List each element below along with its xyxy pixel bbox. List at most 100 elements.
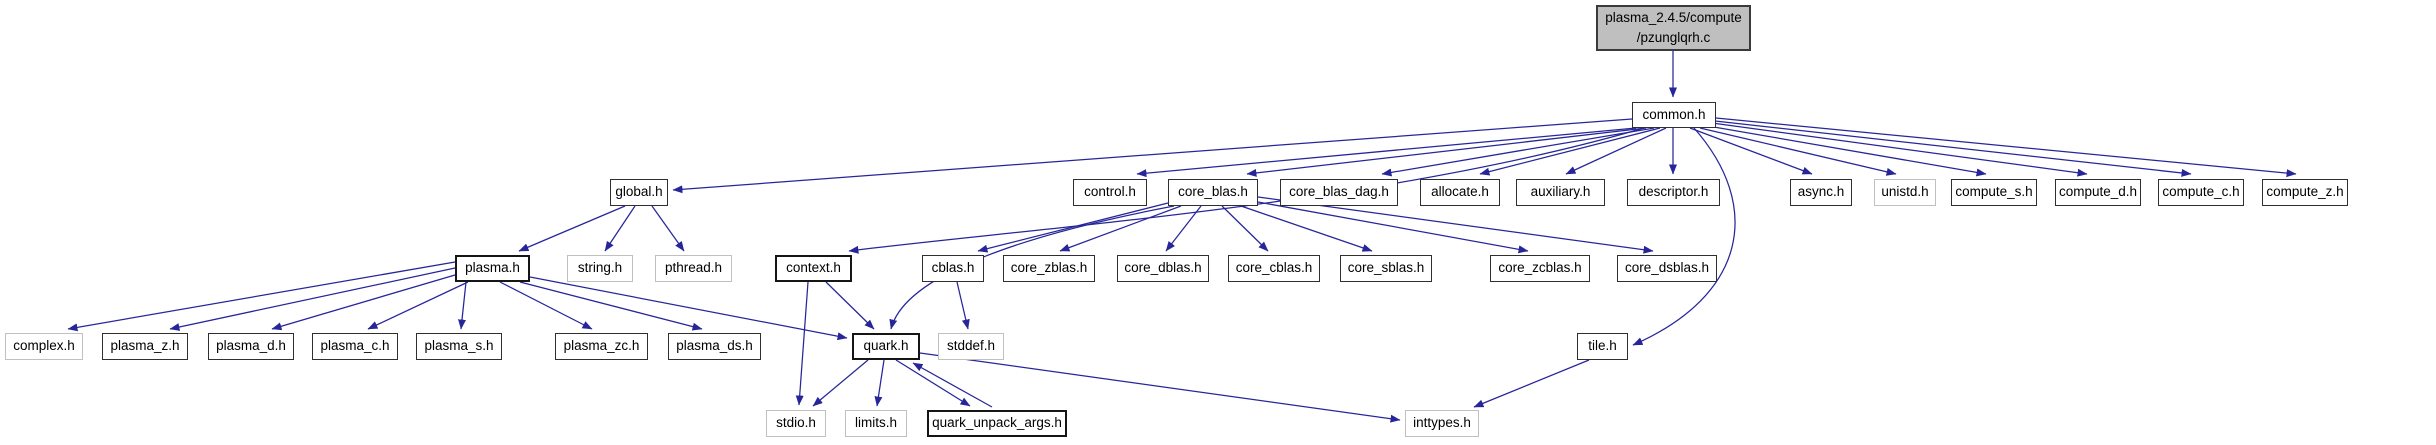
edge-common-h-to-allocate-h	[1479, 127, 1661, 176]
node-common-h[interactable]: common.h	[1632, 102, 1716, 128]
node-descriptor-h[interactable]: descriptor.h	[1627, 179, 1720, 206]
node-label: plasma_c.h	[320, 338, 390, 354]
edge-quark-h-to-stdio-h	[812, 359, 869, 407]
node-core_sblas-h[interactable]: core_sblas.h	[1340, 255, 1432, 282]
node-label: plasma_2.4.5/compute /pzunglqrh.c	[1605, 9, 1742, 45]
node-core_blas_dag-h[interactable]: core_blas_dag.h	[1280, 179, 1398, 206]
node-core_blas-h[interactable]: core_blas.h	[1168, 179, 1258, 206]
node-quark-h[interactable]: quark.h	[852, 333, 920, 360]
edge-plasma-h-to-plasma_d-h	[271, 274, 456, 331]
node-label: compute_s.h	[1955, 184, 2033, 200]
node-control-h[interactable]: control.h	[1073, 179, 1147, 206]
node-pzunglqrh-c: plasma_2.4.5/compute /pzunglqrh.c	[1596, 5, 1751, 51]
node-label: unistd.h	[1881, 184, 1929, 200]
node-label: plasma_ds.h	[676, 338, 753, 354]
node-plasma_c-h[interactable]: plasma_c.h	[312, 333, 398, 360]
node-core_dblas-h[interactable]: core_dblas.h	[1117, 255, 1209, 282]
node-async-h[interactable]: async.h	[1790, 179, 1852, 206]
edge-context-h-to-quark-h	[825, 281, 875, 330]
edge-common-h-to-auxiliary-h	[1565, 127, 1667, 175]
node-global-h[interactable]: global.h	[610, 179, 668, 206]
edge-quark-h-to-quark_unpack_args-h	[895, 359, 971, 407]
node-label: common.h	[1642, 106, 1706, 122]
edge-quark_unpack_args-h-to-quark-h	[912, 362, 993, 408]
edge-common-h-to-tile-h	[1632, 127, 1736, 346]
node-label: global.h	[615, 184, 663, 200]
node-string-h: string.h	[567, 255, 633, 282]
edge-common-h-to-control-h	[1136, 127, 1637, 178]
node-compute_d-h[interactable]: compute_d.h	[2055, 179, 2141, 206]
node-label: cblas.h	[931, 260, 975, 276]
edge-quark-h-to-inttypes-h	[919, 352, 1401, 423]
node-label: limits.h	[854, 415, 897, 431]
node-allocate-h[interactable]: allocate.h	[1420, 179, 1500, 206]
edge-common-h-to-core_blas-h	[1246, 127, 1647, 177]
node-label: pthread.h	[664, 260, 723, 276]
edge-global-h-to-string-h	[604, 205, 636, 252]
node-inttypes-h: inttypes.h	[1405, 410, 1479, 437]
node-plasma_ds-h[interactable]: plasma_ds.h	[668, 333, 761, 360]
node-compute_c-h[interactable]: compute_c.h	[2158, 179, 2244, 206]
edge-plasma-h-to-quark-h	[529, 276, 848, 341]
node-tile-h[interactable]: tile.h	[1577, 333, 1628, 360]
node-plasma_d-h[interactable]: plasma_d.h	[208, 333, 294, 360]
node-plasma_z-h[interactable]: plasma_z.h	[102, 333, 188, 360]
edge-common-h-to-compute_c-h	[1714, 120, 2192, 177]
node-label: stddef.h	[946, 338, 996, 354]
node-label: core_cblas.h	[1235, 260, 1313, 276]
edge-global-h-to-pthread-h	[651, 205, 685, 252]
edge-common-h-to-unistd-h	[1699, 127, 1897, 176]
edge-plasma-h-to-plasma_ds-h	[519, 281, 703, 331]
node-core_dsblas-h[interactable]: core_dsblas.h	[1617, 255, 1717, 282]
edge-core_blas-h-to-core_dsblas-h	[1257, 196, 1654, 254]
node-plasma-h[interactable]: plasma.h	[455, 255, 530, 282]
node-complex-h: complex.h	[5, 333, 83, 360]
node-label: compute_d.h	[2058, 184, 2138, 200]
edge-core_blas-h-to-core_zcblas-h	[1257, 201, 1529, 254]
node-label: core_dsblas.h	[1624, 260, 1710, 276]
node-compute_s-h[interactable]: compute_s.h	[1951, 179, 2037, 206]
edge-core_blas-h-to-core_zblas-h	[1059, 205, 1182, 252]
node-label: auxiliary.h	[1530, 184, 1591, 200]
node-label: complex.h	[13, 338, 75, 354]
edge-tile-h-to-inttypes-h	[1473, 359, 1590, 408]
edge-core_blas-h-to-core_dblas-h	[1165, 205, 1202, 252]
node-plasma_s-h[interactable]: plasma_s.h	[416, 333, 502, 360]
node-quark_unpack_args-h[interactable]: quark_unpack_args.h	[927, 410, 1067, 437]
node-label: core_sblas.h	[1347, 260, 1425, 276]
node-label: plasma_d.h	[216, 338, 286, 354]
node-limits-h: limits.h	[845, 410, 907, 437]
node-label: plasma_s.h	[424, 338, 494, 354]
node-core_zblas-h[interactable]: core_zblas.h	[1003, 255, 1095, 282]
node-core_cblas-h[interactable]: core_cblas.h	[1228, 255, 1320, 282]
node-core_zcblas-h[interactable]: core_zcblas.h	[1490, 255, 1590, 282]
node-label: control.h	[1084, 184, 1136, 200]
node-label: core_blas_dag.h	[1289, 184, 1389, 200]
edge-common-h-to-context-h	[848, 127, 1645, 254]
edge-common-h-to-core_blas_dag-h	[1381, 127, 1655, 177]
edge-common-h-to-global-h	[672, 118, 1633, 194]
edge-core_blas-h-to-cblas-h	[977, 202, 1169, 253]
node-label: allocate.h	[1431, 184, 1489, 200]
node-compute_z-h[interactable]: compute_z.h	[2262, 179, 2348, 206]
node-label: stdio.h	[776, 415, 816, 431]
node-context-h[interactable]: context.h	[775, 255, 852, 282]
node-label: plasma_z.h	[110, 338, 180, 354]
edge-global-h-to-plasma-h	[518, 205, 626, 252]
node-label: async.h	[1797, 184, 1845, 200]
node-unistd-h: unistd.h	[1874, 179, 1936, 206]
node-label: compute_z.h	[2266, 184, 2344, 200]
node-cblas-h[interactable]: cblas.h	[922, 255, 984, 282]
node-auxiliary-h[interactable]: auxiliary.h	[1516, 179, 1605, 206]
node-label: quark.h	[863, 338, 909, 354]
node-label: core_zblas.h	[1010, 260, 1088, 276]
node-plasma_zc-h[interactable]: plasma_zc.h	[555, 333, 648, 360]
node-label: core_blas.h	[1178, 184, 1248, 200]
edge-common-h-to-compute_z-h	[1715, 117, 2297, 178]
node-stdio-h: stdio.h	[766, 410, 826, 437]
node-label: plasma.h	[465, 260, 520, 276]
edge-plasma-h-to-plasma_s-h	[458, 281, 467, 330]
node-label: quark_unpack_args.h	[932, 415, 1062, 431]
